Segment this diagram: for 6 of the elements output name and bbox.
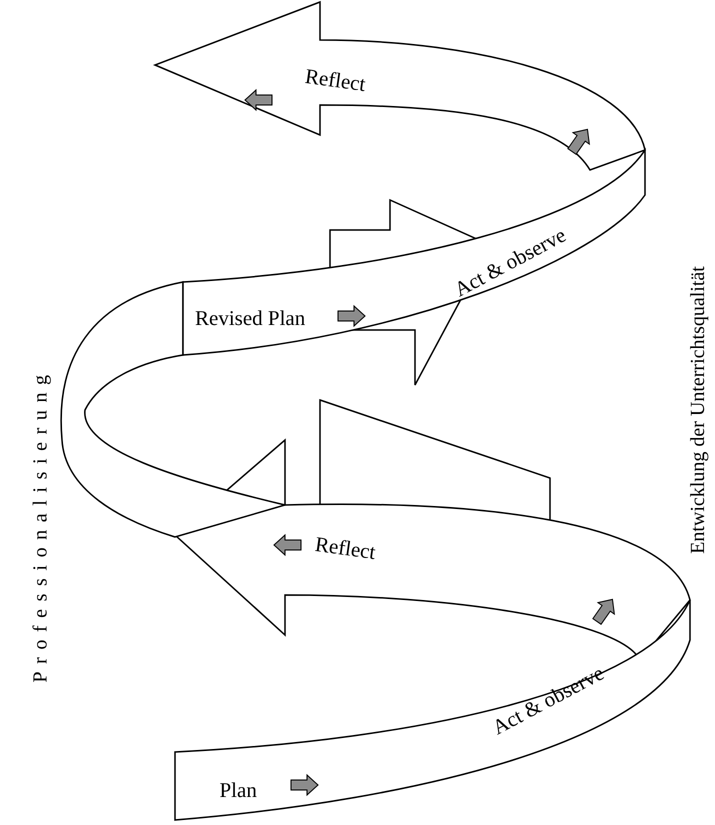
stage-label: Reflect — [303, 65, 366, 95]
stage-label: Reflect — [313, 533, 376, 563]
stage-label: Revised Plan — [195, 308, 306, 328]
axis-label: Professionalisierung — [30, 367, 50, 683]
stage-label: Plan — [220, 780, 257, 800]
axis-label: Entwicklung der Unterrichtsqualität — [688, 266, 708, 554]
